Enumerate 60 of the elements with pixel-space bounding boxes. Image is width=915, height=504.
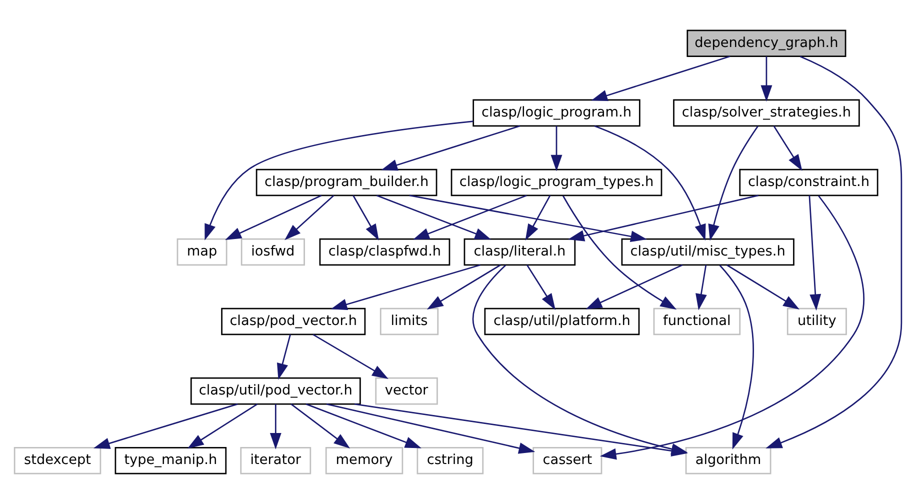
- arrow: [718, 264, 754, 450]
- node-box: utility: [786, 308, 846, 336]
- arrow: [590, 56, 730, 102]
- arrow: [408, 194, 647, 242]
- node-box: clasp/constraint.h: [738, 168, 878, 196]
- arrow: [305, 403, 421, 448]
- arrow: [326, 403, 535, 454]
- arrow: [708, 126, 758, 241]
- arrow: [276, 334, 290, 380]
- node-box: type_manip.h: [114, 446, 226, 474]
- arrow: [186, 404, 258, 449]
- arrow: [330, 264, 480, 310]
- node-box: clasp/literal.h: [463, 238, 576, 266]
- arrow: [290, 404, 350, 449]
- node-box: vector: [374, 377, 438, 405]
- node-box: clasp/util/platform.h: [484, 308, 640, 336]
- node-box: cassert: [532, 446, 602, 474]
- arrow: [352, 195, 378, 240]
- node-box: clasp/solver_strategies.h: [672, 99, 860, 127]
- node-box: clasp/program_builder.h: [255, 168, 437, 196]
- arrow: [526, 264, 555, 310]
- arrow: [594, 125, 706, 241]
- node-box: iterator: [240, 446, 311, 474]
- node-box: map: [176, 238, 227, 266]
- arrow: [585, 264, 682, 310]
- arrow: [695, 264, 706, 310]
- arrow: [426, 264, 500, 310]
- arrow: [599, 195, 864, 460]
- node-box: dependency_graph.h: [686, 30, 846, 58]
- node-box: clasp/claspfwd.h: [318, 238, 450, 266]
- node-box: stdexcept: [13, 446, 101, 474]
- arrow: [726, 264, 800, 310]
- node-box: iosfwd: [240, 238, 304, 266]
- arrow: [760, 56, 772, 102]
- arrow: [524, 195, 550, 240]
- node-box: clasp/pod_vector.h: [220, 308, 366, 336]
- arrow: [567, 194, 758, 242]
- node-box: cstring: [416, 446, 484, 474]
- node-box: functional: [652, 308, 740, 336]
- arrow: [550, 126, 562, 172]
- arrow: [562, 196, 676, 310]
- arrow: [808, 195, 821, 311]
- node-box: clasp/logic_program_types.h: [450, 168, 662, 196]
- node-box: limits: [379, 308, 438, 336]
- node-box: clasp/util/pod_vector.h: [190, 377, 360, 405]
- node-box: clasp/util/misc_types.h: [620, 238, 794, 266]
- node-box: clasp/logic_program.h: [472, 99, 640, 127]
- arrow: [312, 334, 388, 380]
- node-box: memory: [324, 446, 403, 474]
- arrow: [92, 403, 238, 449]
- arrow: [204, 120, 473, 240]
- arrow: [765, 56, 902, 448]
- node-box: algorithm: [684, 446, 771, 474]
- arrow: [412, 194, 526, 240]
- arrow: [284, 194, 334, 240]
- arrow: [224, 194, 322, 240]
- arrow: [772, 126, 802, 171]
- arrow: [380, 125, 520, 171]
- arrow: [376, 194, 491, 240]
- arrow: [269, 404, 281, 450]
